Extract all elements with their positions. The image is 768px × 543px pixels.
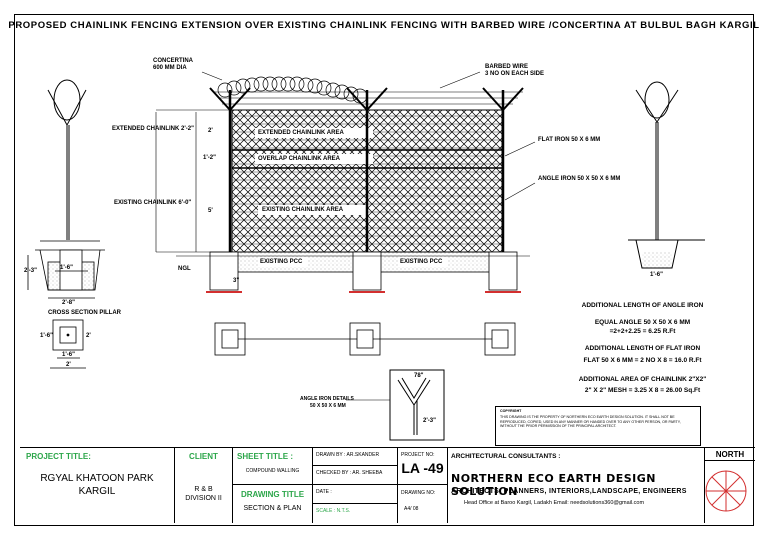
label-existing-pcc-2: EXISTING PCC [400,259,443,265]
label-dim-2c: 2' [66,362,71,368]
label-dim-5: 5' [208,208,213,214]
project-title-label: PROJECT TITLE: [26,452,91,461]
label-dim-1-6b: 1'-6" [40,333,53,339]
label-extended-chainlink-dim: EXTENDED CHAINLINK 2'-2" [112,126,194,132]
project-title-cell: PROJECT TITLE: RGYAL KHATOON PARK KARGIL [20,448,175,523]
copyright-text: THIS DRAWING IS THE PROPERTY OF NORTHERN… [500,415,681,429]
label-barbed-wire: BARBED WIRE [485,64,528,70]
project-no-label: PROJECT NO: [401,452,435,458]
note-angle-1: EQUAL ANGLE 50 X 50 X 6 MM [594,319,691,326]
label-existing-chainlink-dim: EXISTING CHAINLINK 6'-0" [114,200,192,206]
credits-divider-1 [313,465,397,466]
client-label: CLIENT [189,452,218,461]
project-title-line1: RGYAL KHATOON PARK [40,473,154,484]
drawing-no-value: A4/ 08 [404,506,419,512]
label-existing-area: EXISTING CHAINLINK AREA [262,207,344,213]
note-flat-1: FLAT 50 X 6 MM = 2 NO X 8 = 16.0 R.Ft [583,357,702,364]
sheet-title-value: COMPOUND WALLING [245,468,300,474]
label-dim-1-2: 1'-2" [203,155,216,161]
label-dim-2-3: 2'-3" [24,268,37,274]
label-existing-pcc-1: EXISTING PCC [260,259,303,265]
plan-view [214,322,516,356]
note-angle-2: =2+2+2.25 = 6.25 R.Ft [609,328,676,335]
credits-cell: DRAWN BY : AR.SKANDER CHECKED BY : AR. S… [313,448,398,523]
north-divider [705,460,755,461]
date: DATE : [316,489,332,495]
project-no-value: LA -49 [401,460,444,476]
label-angle-78: 78" [414,373,424,379]
copyright-heading: COPYRIGHT [500,409,522,413]
project-title-line2: KARGIL [78,486,116,497]
consultants-label: ARCHITECTURAL CONSULTANTS : [451,453,561,460]
north-cell: NORTH [705,448,755,523]
label-extended-area: EXTENDED CHAINLINK AREA [258,130,344,136]
label-concertina-dia: 600 MM DIA [153,65,187,71]
label-barbed-wire-sub: 3 NO ON EACH SIDE [485,71,545,77]
label-dim-2: 2' [208,128,213,134]
dimension-lines [155,109,232,253]
note-chain-1: 2" X 2" MESH = 3.25 X 8 = 26.00 Sq.Ft [584,387,701,394]
left-y-post [47,79,87,240]
drawn-by: DRAWN BY : AR.SKANDER [316,452,380,458]
label-cross-section-pillar: CROSS SECTION PILLAR [48,310,122,316]
label-ngl: NGL [178,266,191,272]
label-overlap-area: OVERLAP CHAINLINK AREA [258,156,341,162]
angle-iron-detail [389,369,445,441]
label-angle-iron: ANGLE IRON 50 X 50 X 6 MM [538,176,621,182]
left-pillar-section [27,240,105,299]
firm-services: ARCHITECTS, PLANNERS, INTERIORS,LANDSCAP… [451,488,687,495]
title-block: PROJECT TITLE: RGYAL KHATOON PARK KARGIL… [20,447,755,523]
label-dim-1-6: 1'-6" [60,265,73,271]
checked-by: CHECKED BY : AR. SHEEBA [316,470,383,476]
sheet-title-label: SHEET TITLE : [237,452,293,461]
label-dim-1-6c: 1'-6" [62,352,75,358]
sheet-title-cell: SHEET TITLE : COMPOUND WALLING DRAWING T… [233,448,313,523]
drawing-no-label: DRAWING NO: [401,490,436,496]
client-line2: DIVISION II [185,495,222,502]
fence-elevation [176,76,530,293]
drawing-title-value: SECTION & PLAN [243,505,302,512]
project-no-divider [398,484,447,485]
drawing-title: PROPOSED CHAINLINK FENCING EXTENSION OVE… [8,20,760,31]
credits-divider-2 [313,484,397,485]
north-arrow-icon [705,470,747,512]
cross-section-pillar [50,319,86,369]
drawing-sheet-border [14,14,754,526]
credits-divider-3 [313,503,397,504]
label-angle-iron-details-sub: 50 X 50 X 6 MM [310,403,346,409]
right-y-post [628,81,705,269]
scale: SCALE : N.T.S. [316,508,351,514]
label-concertina: CONCERTINA [153,58,193,64]
note-flat-title: ADDITIONAL LENGTH OF FLAT IRON [584,345,701,352]
sheet-title-divider [233,484,312,485]
label-dim-2-3b: 2'-3" [423,418,436,424]
note-chain-title: ADDITIONAL AREA OF CHAINLINK 2"X2" [578,376,707,383]
label-angle-iron-details: ANGLE IRON DETAILS [300,396,354,402]
firm-address: Head Office at Baroo Kargil, Ladakh Emai… [464,500,645,506]
client-line1: R & B [194,486,213,493]
consultant-cell: ARCHITECTURAL CONSULTANTS : NORTHERN ECO… [448,448,705,523]
note-angle-title: ADDITIONAL LENGTH OF ANGLE IRON [581,302,704,309]
label-dim-3: 3" [233,278,240,284]
north-label: NORTH [715,450,745,459]
client-cell: CLIENT R & B DIVISION II [175,448,233,523]
drawing-title-label: DRAWING TITLE [240,490,305,499]
project-no-cell: PROJECT NO: LA -49 DRAWING NO: A4/ 08 [398,448,448,523]
label-dim-2b: 2' [86,333,91,339]
firm-name: NORTHERN ECO EARTH DESIGN SOLUTION [451,472,656,498]
copyright-box: COPYRIGHT THIS DRAWING IS THE PROPERTY O… [495,406,701,446]
label-flat-iron: FLAT IRON 50 X 6 MM [538,137,601,143]
label-dim-1-6-right: 1'-6" [650,272,663,278]
label-dim-2-8: 2'-8" [62,300,75,306]
